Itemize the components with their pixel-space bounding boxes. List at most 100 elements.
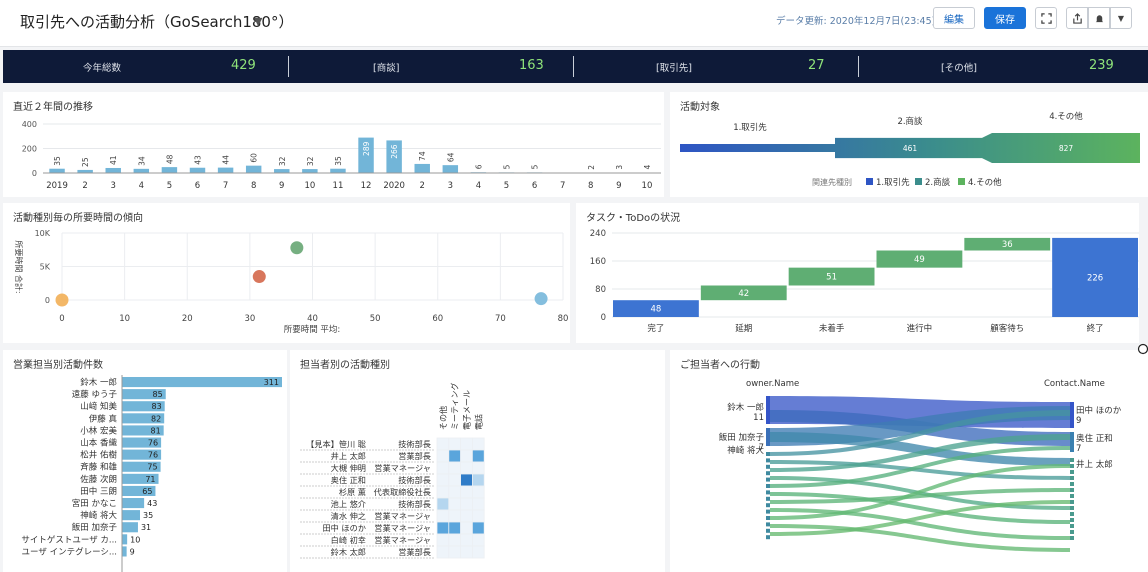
y-tick-label: 240 [590, 229, 606, 239]
bar [358, 137, 374, 173]
kpi-label: [取引先] [656, 63, 692, 74]
bar-value-label: 75 [147, 463, 157, 472]
sankey-right-name: 奥住 正和 [1076, 433, 1113, 444]
title-dropdown-icon[interactable]: ▼ [254, 15, 263, 28]
bar-value-label: 31 [141, 523, 151, 532]
save-button[interactable]: 保存 [984, 7, 1026, 29]
bar-value-label: 266 [390, 144, 399, 159]
x-tick-label: 60 [432, 314, 443, 324]
sankey-node [1070, 494, 1074, 498]
heatmap-cell [436, 497, 450, 511]
bar-value-label: 44 [222, 155, 231, 165]
category-label: 宮田 かなこ [72, 498, 117, 509]
heatmap-cell [471, 437, 485, 451]
heatmap-cell [460, 461, 473, 475]
bar [122, 389, 166, 400]
y-tick-label: 200 [22, 145, 37, 154]
row-role-label: 営業マネージャ [374, 511, 431, 521]
kpi-total[interactable]: 今年総数 429 [3, 50, 288, 83]
sankey-node [766, 535, 770, 540]
category-label: 伊藤 真 [89, 413, 118, 424]
bar-value-label: 41 [109, 155, 118, 165]
sankey-link [770, 446, 1070, 488]
bar [189, 167, 206, 173]
heatmap-cell [471, 473, 485, 487]
bell-icon[interactable] [1088, 7, 1110, 29]
row-name-label: 白崎 初幸 [331, 535, 366, 545]
sankey-link [770, 524, 1070, 552]
top-bar: 取引先への活動分析（GoSearch180°） ▼ データ更新: 2020年12… [0, 0, 1148, 47]
sankey-link [770, 492, 1070, 524]
x-tick-label: 10 [304, 181, 315, 191]
owners-title: 営業担当別活動件数 [13, 360, 103, 371]
heatmap-cell [436, 449, 450, 463]
bar [122, 498, 145, 509]
bar [133, 168, 150, 173]
row-role-label: 代表取締役社長 [374, 487, 431, 497]
x-tick-label: 20 [182, 314, 193, 324]
kpi-opportunity[interactable]: [商談] 163 [289, 50, 573, 83]
bar [122, 522, 138, 533]
bar-value-label: 43 [194, 155, 203, 165]
row-role-label: 営業マネージャ [374, 463, 431, 473]
heatmap-cell [460, 449, 473, 463]
kpi-divider [288, 56, 289, 77]
more-dropdown-icon[interactable]: ▼ [1110, 7, 1132, 29]
heatmap-chart: その他ミーティング電子メール電話【見本】笹川 聡技術部長井上 太郎営業部長大槻 … [300, 382, 485, 559]
bar-value-label: 74 [418, 151, 427, 161]
heatmap-cell [471, 497, 485, 511]
row-role-label: 営業マネージャ [374, 523, 431, 533]
sankey-node [766, 464, 770, 469]
sankey-right-name: 田中 ほのか [1076, 405, 1122, 416]
sankey-node [1070, 530, 1074, 534]
heatmap-cell [460, 509, 473, 523]
flow-stage-label: 2.商談 [897, 116, 923, 127]
sankey-left-count: 11 [753, 413, 764, 423]
sankey-link [770, 432, 1070, 466]
sankey-node [766, 528, 770, 533]
heatmap-cell [448, 437, 462, 451]
bar [122, 546, 127, 557]
heatmap-cell [471, 509, 485, 523]
kpi-value: 239 [1089, 58, 1114, 73]
heatmap-cell [460, 485, 473, 499]
legend-swatch [866, 178, 873, 185]
bar-value-label: 42 [738, 289, 749, 299]
x-tick-label: 8 [588, 181, 593, 191]
bar-value-label: 48 [165, 154, 174, 164]
category-label: 山﨑 知美 [80, 401, 117, 412]
sankey-node [766, 471, 770, 476]
x-tick-label: 30 [244, 314, 255, 324]
heatmap-cell [436, 473, 450, 487]
row-name-label: 池上 悠介 [331, 499, 366, 509]
share-icon[interactable] [1066, 7, 1088, 29]
fullscreen-icon[interactable] [1035, 7, 1057, 29]
kpi-value: 27 [808, 58, 825, 73]
bar-value-label: 82 [151, 414, 161, 423]
y-axis-label: 所要時間 合計: [14, 240, 24, 293]
scatter-title: 活動種別毎の所要時間の傾向 [13, 213, 143, 224]
heatmap-cell [471, 485, 485, 499]
edit-button[interactable]: 編集 [933, 7, 975, 29]
category-label: 山本 香織 [80, 438, 117, 449]
bar-value-label: 311 [264, 378, 279, 387]
sankey-node [1070, 512, 1074, 516]
waterfall-bar [876, 250, 963, 268]
row-name-label: 清水 伸之 [331, 511, 366, 521]
sankey-link [770, 508, 1070, 540]
heatmap-cell [436, 485, 450, 499]
x-tick-label: 4 [139, 181, 144, 191]
bar-value-label: 35 [53, 156, 62, 166]
sankey-left-name: 鈴木 一郎 [727, 402, 764, 413]
kpi-divider [858, 56, 859, 77]
heatmap-cell [448, 449, 462, 463]
waterfall-bar [613, 300, 699, 317]
flow-title: 活動対象 [680, 102, 720, 113]
kpi-account[interactable]: [取引先] 27 [574, 50, 858, 83]
bar-value-label: 83 [152, 402, 162, 411]
kpi-other[interactable]: [その他] 239 [859, 50, 1148, 83]
heatmap-cell [460, 533, 473, 547]
